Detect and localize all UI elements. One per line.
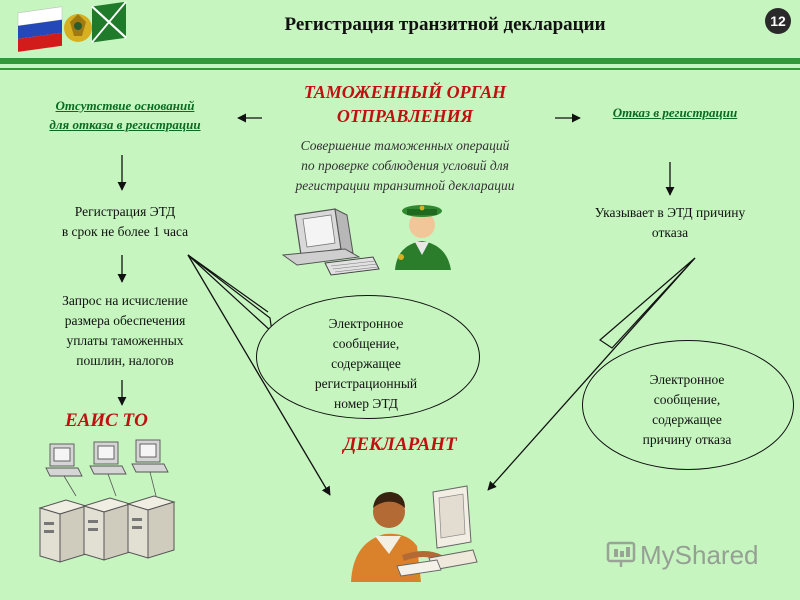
page-title: Регистрация транзитной декларации [284,14,606,35]
left-branch-line2: для отказа в регистрации [49,117,201,132]
officer-icon [385,195,460,270]
left-step1-line2: в срок не более 1 часа [61,224,189,239]
declarant-at-computer-icon [345,462,480,582]
watermark-text: MyShared [640,540,759,570]
left-step2-line3: уплаты таможенных [66,333,184,348]
oval-left-line5: номер ЭТД [334,396,398,411]
oval-left-line4: регистрационный [314,376,418,391]
slide-number-badge: 12 [765,8,791,34]
oval-left-line3: содержащее [331,356,401,371]
header-band [0,0,800,52]
header-divider-thin [0,68,800,70]
left-step1-line1: Регистрация ЭТД [74,204,176,219]
authority-desc-line2: по проверке соблюдения условий для [301,158,509,173]
oval-right-line2: сообщение, [653,392,721,407]
system-label: ЕАИС ТО [65,410,148,431]
arrow-to-declarant-right [487,257,696,491]
authority-desc-line1: Совершение таможенных операций [300,138,510,153]
declarant-label: ДЕКЛАРАНТ [343,434,457,455]
computer-icon [275,205,385,285]
left-step2-line4: пошлин, налогов [76,353,174,368]
right-branch-label: Отказ в регистрации [612,105,738,120]
oval-right-line4: причину отказа [642,432,732,447]
right-step1-line2: отказа [651,225,689,240]
oval-left-line1: Электронное [328,316,404,331]
arrow-to-declarant-left [187,254,331,496]
left-step2-line2: размера обеспечения [64,313,186,328]
authority-title-line2: ОТПРАВЛЕНИЯ [336,106,474,126]
message-oval-refusal [582,340,794,470]
message-oval-registration [256,295,480,419]
oval-left-line2: сообщение, [332,336,400,351]
header-divider-thick [0,58,800,64]
right-step1-line1: Указывает в ЭТД причину [594,205,746,220]
left-step2-line1: Запрос на исчисление [62,293,188,308]
server-cluster-icon [36,438,186,568]
oval-right-line3: содержащее [652,412,722,427]
left-branch-line1: Отсутствие оснований [55,98,195,113]
authority-title-line1: ТАМОЖЕННЫЙ ОРГАН [303,82,507,102]
oval-right-line1: Электронное [649,372,725,387]
myshared-logo-icon [605,537,637,569]
oval-right-pointer [599,257,696,349]
authority-desc-line3: регистрации транзитной декларации [295,178,515,193]
flag-emblem-icon [10,1,130,58]
